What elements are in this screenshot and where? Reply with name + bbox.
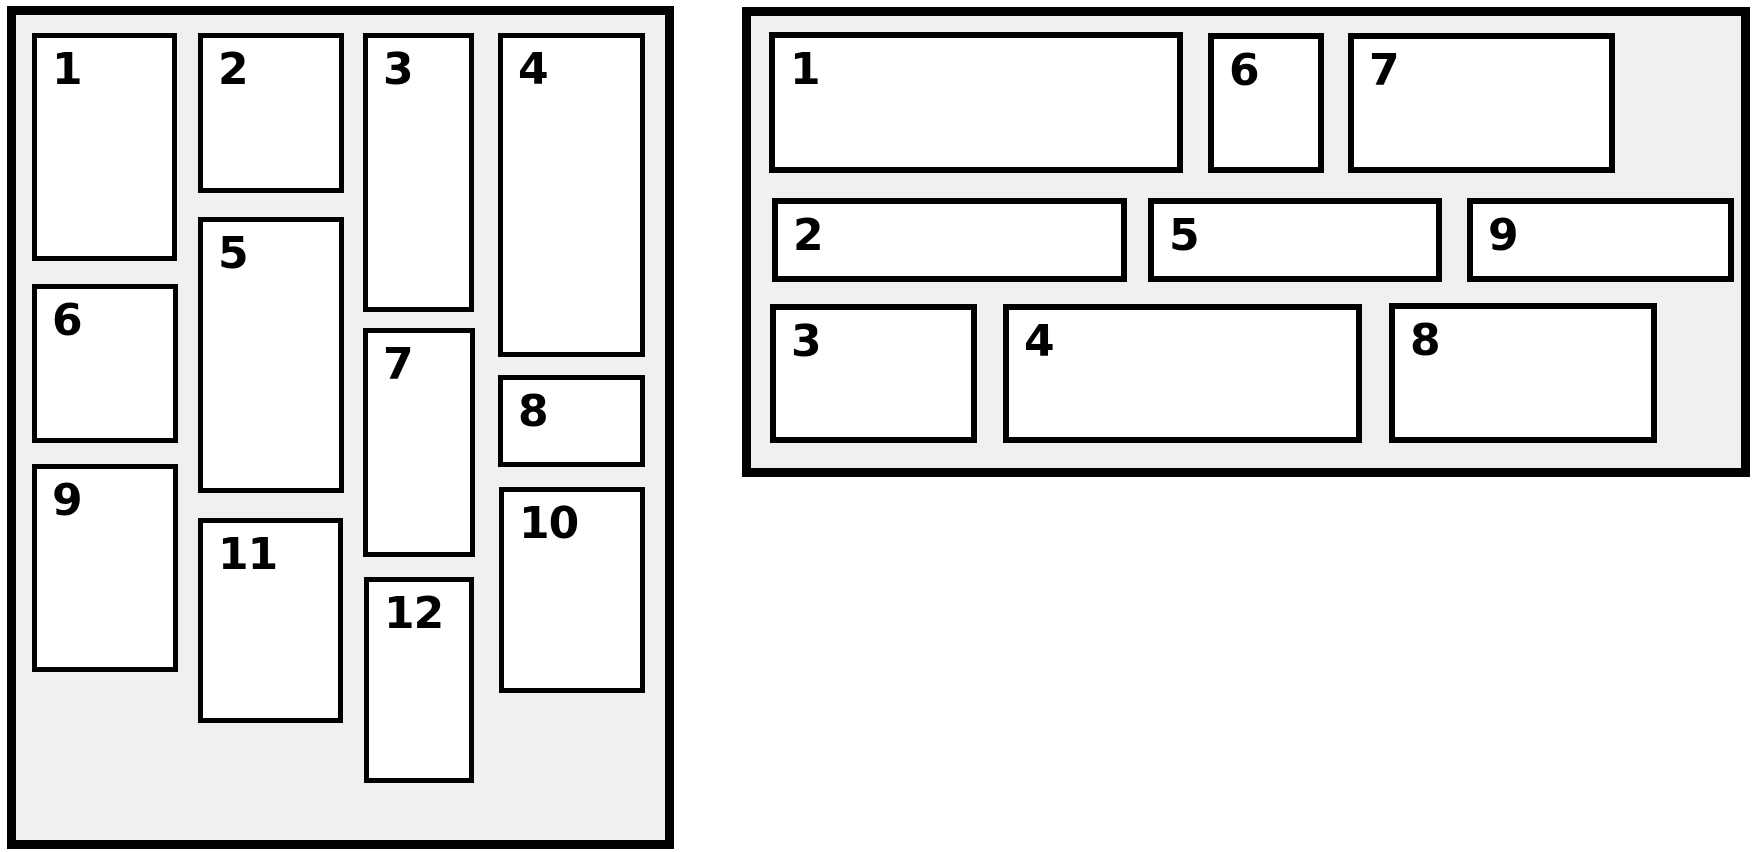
box-label: 3 (383, 44, 414, 95)
vertical-masonry-box-3: 3 (363, 33, 474, 312)
horizontal-masonry-box-9: 9 (1467, 198, 1734, 282)
vertical-masonry-box-4: 4 (498, 33, 645, 357)
vertical-masonry-box-10: 10 (499, 487, 645, 693)
horizontal-masonry-box-4: 4 (1003, 304, 1362, 443)
box-label: 5 (218, 228, 249, 279)
box-label: 8 (1410, 315, 1441, 366)
box-label: 3 (791, 316, 822, 367)
horizontal-masonry-box-2: 2 (772, 198, 1127, 282)
horizontal-masonry-box-7: 7 (1348, 33, 1615, 173)
horizontal-masonry-panel: 1 2 3 4 5 6 7 8 9 (742, 7, 1750, 477)
box-label: 9 (1488, 210, 1519, 261)
box-label: 8 (518, 386, 549, 437)
vertical-masonry-box-8: 8 (498, 375, 645, 467)
box-label: 7 (383, 339, 414, 390)
vertical-masonry-box-12: 12 (364, 577, 474, 783)
box-label: 9 (52, 475, 83, 526)
horizontal-masonry-box-1: 1 (769, 32, 1183, 173)
vertical-masonry-box-6: 6 (32, 284, 178, 443)
box-label: 11 (218, 529, 278, 580)
box-label: 6 (52, 295, 83, 346)
box-label: 12 (384, 588, 444, 639)
box-label: 2 (793, 210, 824, 261)
vertical-masonry-box-1: 1 (32, 33, 177, 261)
vertical-masonry-box-9: 9 (32, 464, 178, 672)
box-label: 6 (1229, 45, 1260, 96)
box-label: 2 (218, 44, 249, 95)
horizontal-masonry-box-5: 5 (1148, 198, 1442, 282)
horizontal-masonry-box-8: 8 (1389, 303, 1657, 443)
vertical-masonry-box-7: 7 (363, 328, 475, 557)
vertical-masonry-box-5: 5 (198, 217, 344, 493)
horizontal-masonry-box-6: 6 (1208, 33, 1324, 173)
box-label: 4 (1024, 316, 1055, 367)
box-label: 7 (1369, 45, 1400, 96)
horizontal-masonry-box-3: 3 (770, 304, 977, 443)
box-label: 1 (790, 44, 821, 95)
box-label: 1 (52, 44, 83, 95)
vertical-masonry-box-2: 2 (198, 33, 344, 193)
box-label: 4 (518, 44, 549, 95)
vertical-masonry-box-11: 11 (198, 518, 343, 723)
box-label: 5 (1169, 210, 1200, 261)
box-label: 10 (519, 498, 579, 549)
